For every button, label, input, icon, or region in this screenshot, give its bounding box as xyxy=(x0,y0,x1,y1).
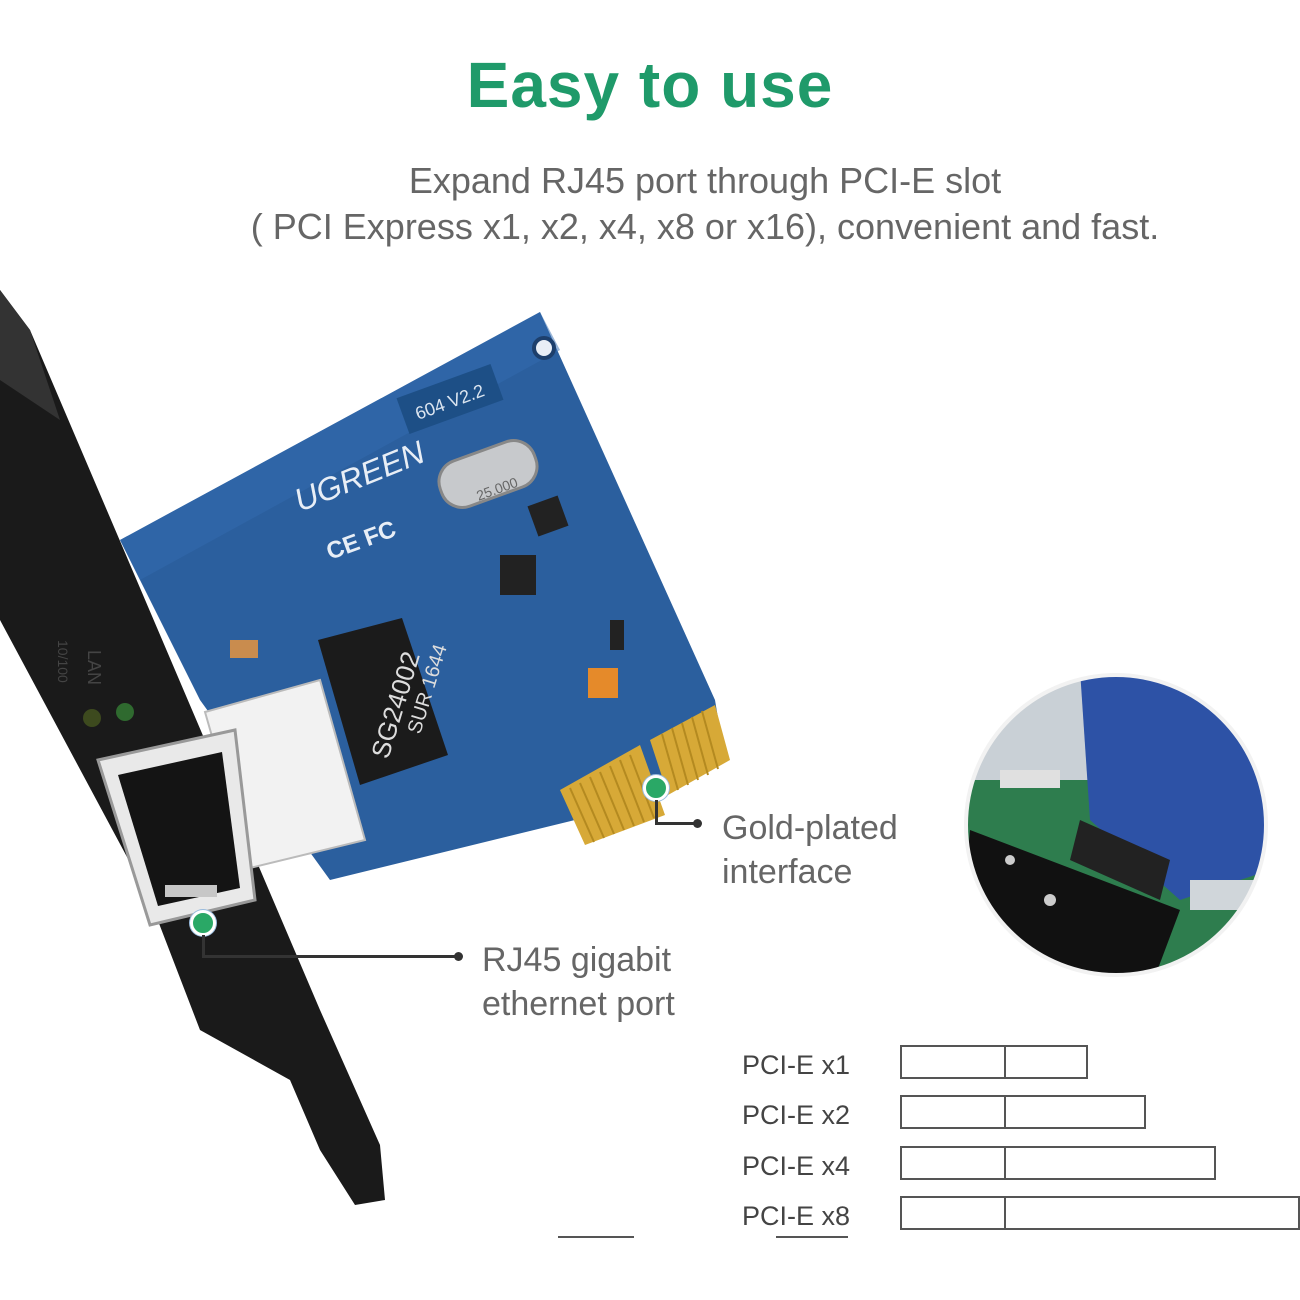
pci-slot-label: PCI-E x2 xyxy=(742,1100,851,1130)
pci-slot-x4 xyxy=(900,1146,1216,1180)
pci-slot-label: PCI-E x1 xyxy=(742,1050,851,1080)
bottom-rule xyxy=(558,1236,634,1238)
pci-slot-x8 xyxy=(900,1196,1300,1230)
gold-callout-line-1: Gold-plated xyxy=(722,809,898,847)
resistor-component xyxy=(610,620,624,650)
led-indicator xyxy=(116,703,134,721)
pci-slot-x2 xyxy=(900,1095,1146,1129)
rj45-callout-line-2: ethernet port xyxy=(482,985,675,1023)
bottom-rule xyxy=(776,1236,848,1238)
crystal-oscillator xyxy=(437,439,539,509)
subtitle-line-2: ( PCI Express x1, x2, x4, x8 or x16), co… xyxy=(250,206,1160,247)
rj45-callout-line-horizontal xyxy=(202,955,458,958)
subtitle-line-1: Expand RJ45 port through PCI-E slot xyxy=(408,160,1002,201)
gold-callout-line-vertical xyxy=(655,800,658,824)
gold-callout-dot xyxy=(643,775,669,801)
rj45-callout-end-dot xyxy=(454,952,463,961)
speed-label: 10/100 xyxy=(55,640,71,683)
version-label-box xyxy=(396,364,504,434)
gold-callout-line-horizontal xyxy=(655,822,695,825)
rj45-callout-line-1: RJ45 gigabit xyxy=(482,941,672,979)
transformer-chip: SG24002 SUR 1644 xyxy=(318,618,452,785)
lan-label: LAN xyxy=(84,650,104,685)
rj45-callout-text: RJ45 gigabit ethernet port xyxy=(482,938,675,1026)
led-indicator xyxy=(83,709,101,727)
headline: Easy to use xyxy=(466,49,834,121)
rj45-callout-line-vertical xyxy=(202,935,205,957)
ic-component xyxy=(527,495,569,537)
pci-slot-label: PCI-E x8 xyxy=(742,1201,851,1231)
gold-callout-end-dot xyxy=(693,819,702,828)
resistor-component xyxy=(230,640,258,658)
gold-fingers xyxy=(560,705,730,845)
rj45-port xyxy=(96,678,367,927)
ic-component xyxy=(500,555,536,595)
gold-callout-text: Gold-plated interface xyxy=(722,806,898,894)
inset-motherboard-photo xyxy=(964,673,1268,977)
gold-callout-line-2: interface xyxy=(722,853,853,891)
pci-slot-label: PCI-E x4 xyxy=(742,1151,851,1181)
pci-slot-x1 xyxy=(900,1045,1088,1079)
rj45-callout-dot xyxy=(190,910,216,936)
capacitor-component xyxy=(588,668,618,698)
